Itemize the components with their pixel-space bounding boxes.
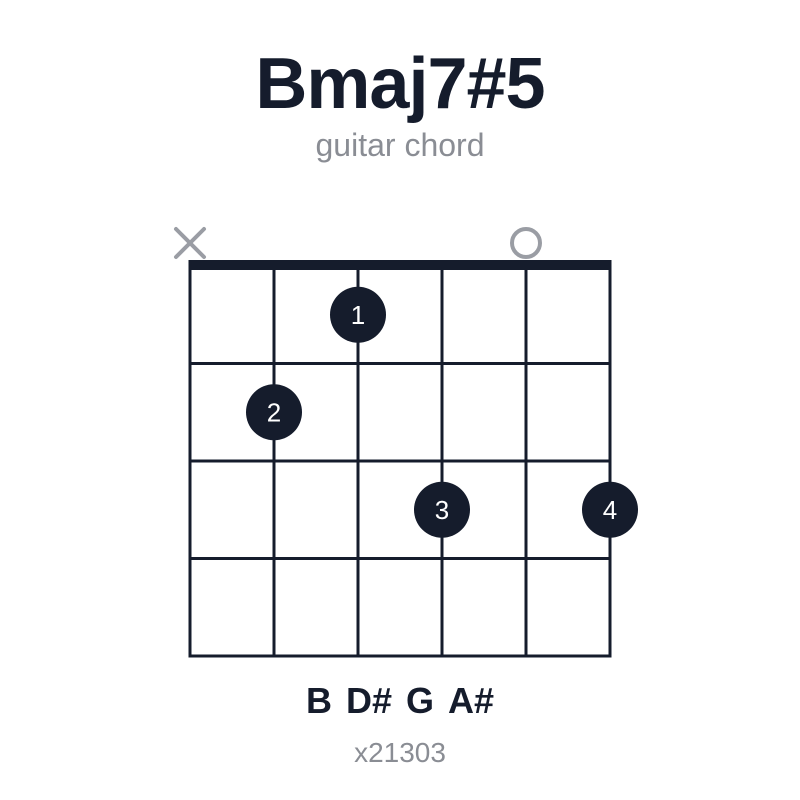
finger-number: 1 <box>351 300 365 330</box>
finger-number: 4 <box>603 495 617 525</box>
chord-subtitle: guitar chord <box>315 127 485 163</box>
finger-number: 3 <box>435 495 449 525</box>
muted-string-icon <box>174 227 206 259</box>
note-label: A# <box>448 680 495 721</box>
finger-dot <box>414 481 470 538</box>
note-label: G <box>406 680 435 721</box>
chord-title: Bmaj7#5 <box>255 44 545 124</box>
finger-dot <box>246 384 302 441</box>
finger-dot <box>582 481 638 538</box>
note-label: D# <box>345 680 392 721</box>
finger-dot <box>330 286 386 343</box>
chord-notes: B D# G A# <box>0 680 800 722</box>
note-label: B <box>305 680 332 721</box>
open-string-icon <box>510 227 542 259</box>
chord-fingering: x21303 <box>354 737 446 768</box>
finger-number: 2 <box>267 397 281 427</box>
nut <box>188 260 612 270</box>
